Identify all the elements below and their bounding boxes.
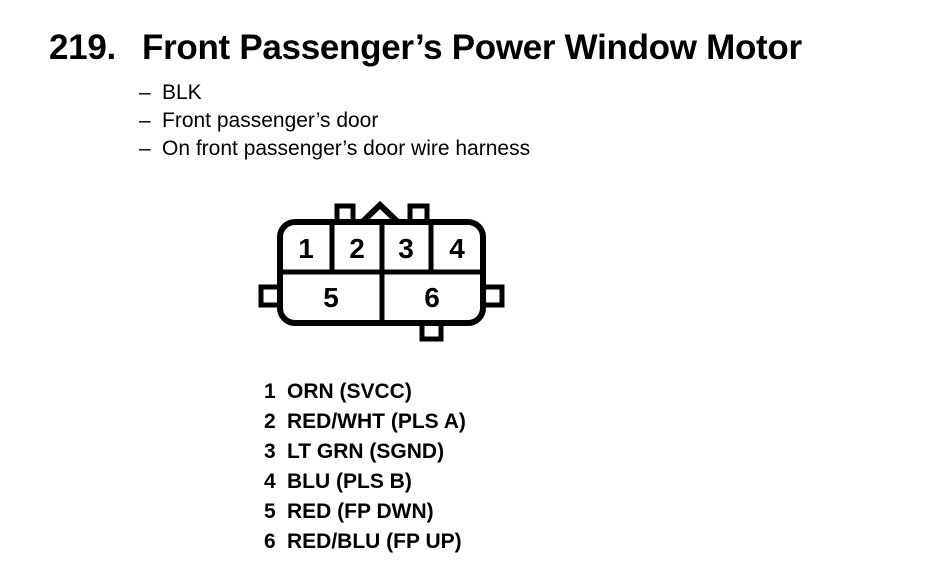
pin-row: 4 BLU (PLS B)	[264, 467, 466, 497]
cavity-number-6: 6	[424, 282, 440, 313]
detail-list: –BLK–Front passenger’s door–On front pas…	[139, 79, 530, 163]
pin-row: 6 RED/BLU (FP UP)	[264, 527, 466, 557]
pin-number: 3	[264, 440, 276, 463]
pin-row: 2 RED/WHT (PLS A)	[264, 407, 466, 437]
detail-item: –Front passenger’s door	[139, 107, 530, 135]
dash-bullet: –	[139, 137, 151, 160]
pin-label: RED/BLU (FP UP)	[287, 530, 462, 553]
pin-label: LT GRN (SGND)	[287, 440, 445, 463]
pin-number: 6	[264, 530, 276, 553]
detail-text: On front passenger’s door wire harness	[162, 137, 531, 160]
dash-bullet: –	[139, 109, 151, 132]
pin-row: 3 LT GRN (SGND)	[264, 437, 466, 467]
pin-number: 2	[264, 410, 276, 433]
pin-list: 1 ORN (SVCC) 2 RED/WHT (PLS A) 3 LT GRN (SGND…	[264, 377, 466, 557]
pin-number: 4	[264, 470, 276, 493]
pin-row: 1 ORN (SVCC)	[264, 377, 466, 407]
cavity-number-1: 1	[298, 233, 314, 264]
pin-label: RED/WHT (PLS A)	[287, 410, 466, 433]
pin-number: 5	[264, 500, 276, 523]
cavity-number-5: 5	[323, 282, 339, 313]
pin-row: 5 RED (FP DWN)	[264, 497, 466, 527]
pin-label: ORN (SVCC)	[287, 380, 412, 403]
figure-title: 219. Front Passenger’s Power Window Moto…	[49, 28, 802, 68]
pin-number: 1	[264, 380, 276, 403]
detail-text: Front passenger’s door	[162, 109, 379, 132]
dash-bullet: –	[139, 81, 151, 104]
figure-title-text: Front Passenger’s Power Window Motor	[142, 28, 802, 67]
detail-item: –BLK	[139, 79, 530, 107]
detail-item: –On front passenger’s door wire harness	[139, 135, 530, 163]
cavity-number-3: 3	[398, 233, 414, 264]
pin-label: BLU (PLS B)	[287, 470, 412, 493]
figure-number: 219.	[49, 28, 116, 67]
cavity-number-4: 4	[449, 233, 465, 264]
connector-diagram: 1 2 3 4 5 6	[255, 193, 505, 353]
pin-label: RED (FP DWN)	[287, 500, 434, 523]
cavity-number-2: 2	[349, 233, 365, 264]
detail-text: BLK	[162, 81, 202, 104]
